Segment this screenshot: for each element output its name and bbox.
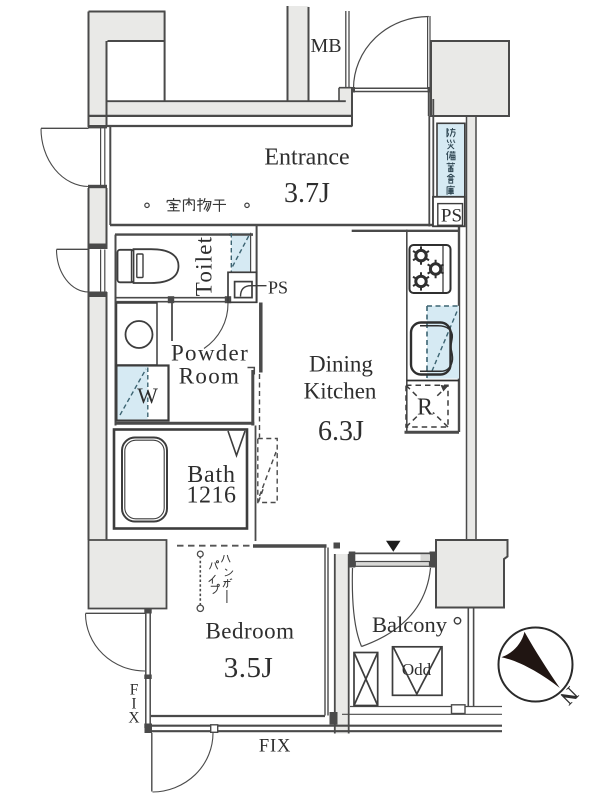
svg-text:W: W xyxy=(137,383,158,408)
svg-text:PS: PS xyxy=(441,206,462,227)
svg-text:1216: 1216 xyxy=(187,483,237,509)
svg-text:Toilet: Toilet xyxy=(192,236,217,297)
svg-text:Dining: Dining xyxy=(309,352,373,377)
svg-text:Room: Room xyxy=(179,364,240,389)
svg-text:6.3J: 6.3J xyxy=(318,416,364,447)
svg-text:I: I xyxy=(131,696,136,713)
svg-text:Odd: Odd xyxy=(402,660,432,679)
svg-text:Kitchen: Kitchen xyxy=(304,379,377,404)
svg-text:3.5J: 3.5J xyxy=(224,652,274,684)
svg-text:F: F xyxy=(130,682,139,699)
svg-text:Bath: Bath xyxy=(187,462,236,488)
svg-text:3.7J: 3.7J xyxy=(284,178,330,209)
svg-text:R: R xyxy=(417,395,433,421)
svg-text:FIX: FIX xyxy=(259,737,291,757)
svg-text:PS: PS xyxy=(268,278,288,298)
svg-text:Bedroom: Bedroom xyxy=(205,619,294,644)
svg-text:X: X xyxy=(128,710,139,727)
svg-text:Powder: Powder xyxy=(171,341,249,366)
svg-text:Entrance: Entrance xyxy=(264,145,349,171)
svg-text:Balcony: Balcony xyxy=(372,612,448,637)
svg-text:MB: MB xyxy=(310,35,341,57)
